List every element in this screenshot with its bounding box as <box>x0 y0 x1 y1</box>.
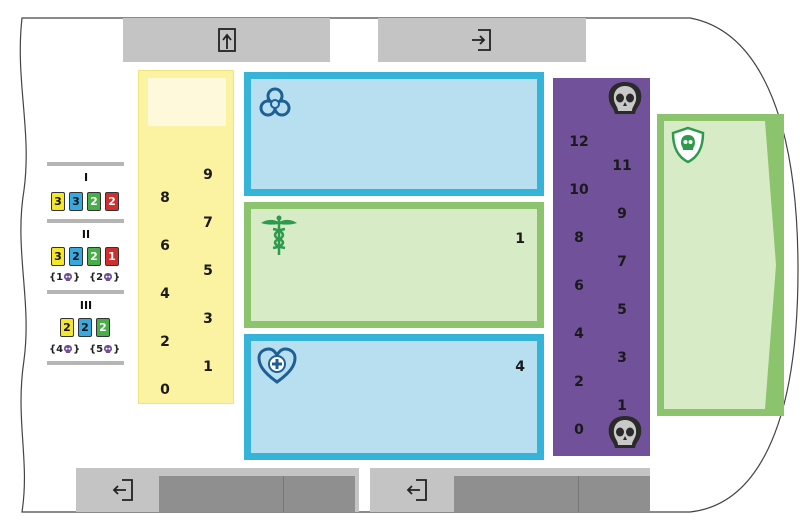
purple-track-space[interactable]: 12 <box>569 134 589 150</box>
purple-track-space[interactable]: 8 <box>574 230 584 246</box>
level-divider <box>47 219 124 223</box>
door-bottom-right-shade <box>454 476 650 512</box>
skull-icon <box>608 416 642 448</box>
heart-count: 4 <box>515 359 525 375</box>
biohazard-icon <box>259 87 291 117</box>
door-bottom-right-seam <box>578 476 579 512</box>
shield-zone-shape <box>657 114 784 416</box>
level-card-green: 2 <box>96 318 110 337</box>
skull-icon <box>64 272 73 281</box>
reward-close: } <box>73 272 81 283</box>
skull-icon <box>104 344 113 353</box>
reward-text: {1 <box>49 272 64 283</box>
level-card-red: 1 <box>105 247 119 266</box>
yellow-track-space[interactable]: 9 <box>203 167 213 183</box>
purple-track-space[interactable]: 6 <box>574 278 584 294</box>
level-label: II <box>81 228 91 241</box>
yellow-track-space[interactable]: 8 <box>160 190 170 206</box>
level-card-yellow: 3 <box>51 247 65 266</box>
purple-track-space[interactable]: 2 <box>574 374 584 390</box>
reward-text: {4 <box>49 344 64 355</box>
purple-track-space[interactable]: 11 <box>612 158 632 174</box>
exit-left-icon <box>112 479 133 501</box>
yellow-track-space[interactable]: 6 <box>160 238 170 254</box>
enter-left-icon <box>472 29 491 51</box>
purple-track-space[interactable]: 1 <box>617 398 627 414</box>
caduceus-icon <box>261 215 297 255</box>
level-label: III <box>79 299 93 312</box>
reward-close: } <box>73 344 81 355</box>
heart-cross-icon <box>257 347 297 384</box>
skull-icon <box>608 82 642 114</box>
purple-track-space[interactable]: 7 <box>617 254 627 270</box>
level-card-yellow: 2 <box>60 318 74 337</box>
reward-text: {2 <box>89 272 104 283</box>
level-card-yellow: 3 <box>51 192 65 211</box>
caduceus-count: 1 <box>515 231 525 247</box>
yellow-track-slot[interactable] <box>148 78 226 126</box>
level-card-green: 2 <box>87 192 101 211</box>
purple-track-space[interactable]: 9 <box>617 206 627 222</box>
yellow-track-space[interactable]: 5 <box>203 263 213 279</box>
reward-text: {5 <box>89 344 104 355</box>
level-label: I <box>83 171 89 184</box>
level-card-green: 2 <box>87 247 101 266</box>
purple-track-space[interactable]: 4 <box>574 326 584 342</box>
reward-close: } <box>113 272 121 283</box>
zone-biohazard[interactable] <box>244 72 544 196</box>
level-reward: {4} <box>49 344 80 355</box>
purple-track-space[interactable]: 10 <box>569 182 589 198</box>
door-top-left[interactable] <box>123 18 330 62</box>
level-divider <box>47 361 124 365</box>
skull-icon <box>104 272 113 281</box>
skull-icon <box>64 344 73 353</box>
yellow-track-space[interactable]: 0 <box>160 382 170 398</box>
level-card-blue: 2 <box>78 318 92 337</box>
exit-left-icon <box>406 479 427 501</box>
zone-heart[interactable]: 4 <box>244 334 544 460</box>
door-top-right[interactable] <box>378 18 586 62</box>
yellow-track-space[interactable]: 3 <box>203 311 213 327</box>
purple-track-space[interactable]: 5 <box>617 302 627 318</box>
purple-track-space[interactable]: 3 <box>617 350 627 366</box>
level-card-red: 2 <box>105 192 119 211</box>
level-reward: {1} <box>49 272 80 283</box>
exit-up-icon <box>217 28 236 52</box>
yellow-track-space[interactable]: 7 <box>203 215 213 231</box>
level-reward: {2} <box>89 272 120 283</box>
yellow-track-space[interactable]: 4 <box>160 286 170 302</box>
level-divider <box>47 162 124 166</box>
door-bottom-left-shade <box>159 476 355 512</box>
yellow-track-space[interactable]: 1 <box>203 359 213 375</box>
purple-track <box>553 78 650 456</box>
door-bottom-left-seam <box>283 476 284 512</box>
zone-shield[interactable] <box>657 114 784 416</box>
shield-skull-icon <box>671 126 705 164</box>
zone-caduceus[interactable]: 1 <box>244 202 544 328</box>
purple-track-space[interactable]: 0 <box>574 422 584 438</box>
level-divider <box>47 290 124 294</box>
level-card-blue: 3 <box>69 192 83 211</box>
level-card-blue: 2 <box>69 247 83 266</box>
level-reward: {5} <box>89 344 120 355</box>
reward-close: } <box>113 344 121 355</box>
yellow-track-space[interactable]: 2 <box>160 334 170 350</box>
